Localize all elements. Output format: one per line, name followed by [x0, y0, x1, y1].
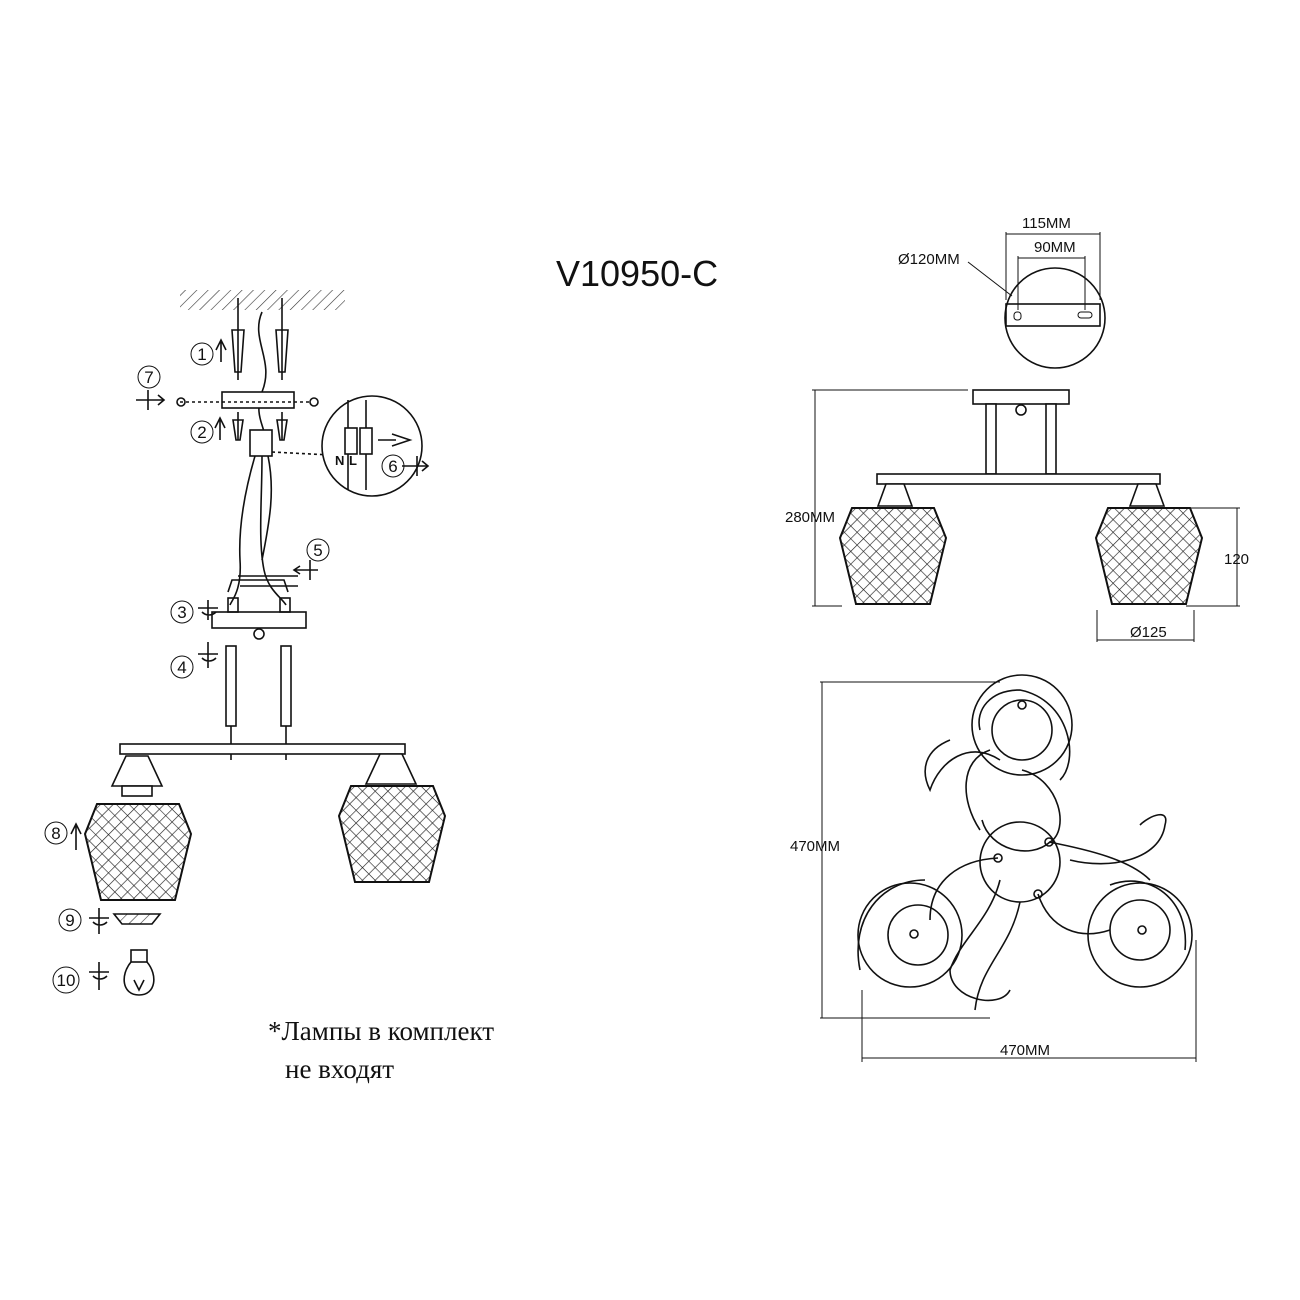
- live-label: L: [349, 453, 357, 468]
- step-6: 6: [381, 454, 405, 478]
- svg-text:10: 10: [57, 971, 76, 990]
- light-bulb-icon: [123, 949, 155, 996]
- step-markers: 1 2 3 4 5 6 7: [44, 342, 405, 994]
- terminal-detail: [271, 395, 423, 497]
- mounting-bracket: [176, 391, 319, 441]
- dim-shade-diameter: Ø125: [1130, 624, 1167, 641]
- lamps-note-line-1: *Лампы в комплект: [268, 1016, 494, 1046]
- side-elevation-view: [812, 389, 1240, 642]
- lamp-arm: [110, 743, 418, 797]
- side-right-shade: [1095, 507, 1203, 605]
- dim-canopy-width: 115MM: [1022, 215, 1071, 232]
- right-shade: [338, 785, 446, 883]
- svg-text:4: 4: [177, 658, 186, 677]
- dim-plan-depth: 470MM: [790, 838, 840, 855]
- step-2: 2: [190, 420, 214, 444]
- step-9: 9: [58, 908, 82, 932]
- wiring-harness: [227, 429, 298, 606]
- support-rods: [225, 645, 292, 760]
- svg-text:3: 3: [177, 603, 186, 622]
- canopy-plate: [211, 597, 307, 640]
- model-title: V10950-C: [556, 253, 718, 294]
- svg-text:1: 1: [197, 345, 206, 364]
- dim-mount-holes: 90MM: [1034, 239, 1076, 256]
- step-8: 8: [44, 821, 68, 845]
- wall-anchors: [231, 298, 289, 441]
- plan-view: [820, 674, 1197, 1062]
- step-5: 5: [306, 538, 330, 562]
- lamps-note-line-2: не входят: [285, 1054, 394, 1084]
- dim-canopy-diameter: Ø120MM: [898, 251, 960, 268]
- neutral-label: N: [335, 453, 344, 468]
- svg-text:6: 6: [388, 457, 397, 476]
- svg-text:7: 7: [144, 368, 153, 387]
- canopy-detail-view: [967, 232, 1106, 369]
- step-3: 3: [170, 600, 194, 624]
- step-7: 7: [137, 365, 161, 389]
- ceiling-hatch: [180, 290, 345, 310]
- shade-ring: [112, 913, 162, 925]
- assembly-arrows: [70, 338, 430, 990]
- svg-text:5: 5: [313, 541, 322, 560]
- side-left-shade: [839, 507, 947, 605]
- svg-text:8: 8: [51, 824, 60, 843]
- step-4: 4: [170, 655, 194, 679]
- svg-text:2: 2: [197, 423, 206, 442]
- left-shade: [84, 803, 192, 901]
- step-10: 10: [52, 966, 80, 994]
- svg-text:9: 9: [65, 911, 74, 930]
- step-1: 1: [190, 342, 214, 366]
- dim-shade-height: 120: [1224, 551, 1249, 568]
- dim-height: 280MM: [785, 509, 835, 526]
- dim-plan-width: 470MM: [1000, 1042, 1050, 1059]
- exploded-assembly-view: N L: [44, 290, 446, 996]
